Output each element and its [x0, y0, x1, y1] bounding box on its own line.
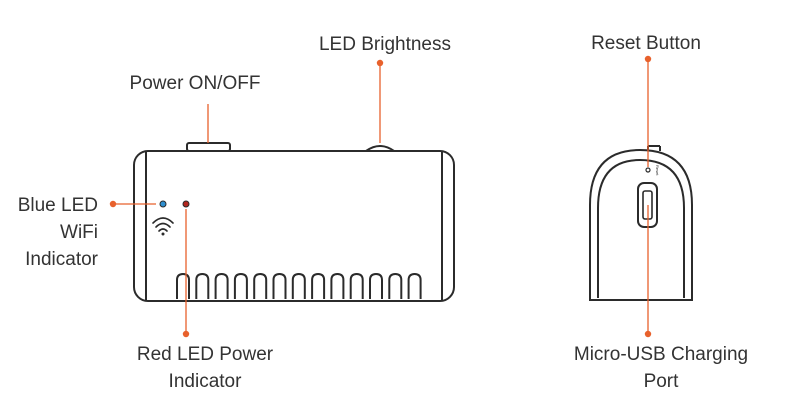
reset-marking: Reset	[655, 165, 660, 176]
vent-slot	[214, 272, 229, 299]
device-body	[133, 150, 455, 302]
red-led	[182, 200, 190, 208]
callout-dot-red-led	[182, 330, 190, 338]
label-led-brightness: LED Brightness	[318, 34, 452, 55]
label-blue-led-line-2: WiFi	[60, 222, 98, 243]
vent-slot	[253, 272, 268, 299]
vent-slot	[349, 272, 364, 299]
label-blue-led-line-1: Blue LED	[17, 195, 98, 216]
label-blue-led-line-3: Indicator	[25, 249, 98, 270]
label-blue-led: Blue LED WiFi Indicator	[0, 192, 98, 273]
label-micro-usb: Micro-USB Charging Port	[574, 341, 748, 395]
brightness-wheel	[365, 145, 395, 152]
vent-slot	[272, 272, 287, 299]
label-power: Power ON/OFF	[129, 73, 261, 94]
vent-slots	[176, 272, 422, 299]
callout-dot-usb	[644, 330, 652, 338]
vent-slot	[369, 272, 383, 299]
reset-hole	[645, 167, 651, 173]
callout-dot-reset	[644, 55, 652, 63]
callouts	[109, 55, 652, 338]
power-switch	[186, 142, 231, 152]
vent-slot	[388, 272, 403, 299]
label-reset-button: Reset Button	[591, 33, 701, 54]
label-red-led-line-1: Red LED Power	[136, 344, 274, 365]
vent-slot	[176, 272, 190, 299]
label-micro-usb-line-2: Port	[643, 371, 679, 392]
side-body-outer	[589, 148, 693, 301]
side-view	[589, 145, 693, 301]
callout-dot-brightness	[376, 59, 384, 67]
vent-slot	[195, 272, 210, 299]
side-body-inner	[597, 158, 685, 298]
label-red-led: Red LED Power Indicator	[137, 341, 273, 395]
label-micro-usb-line-1: Micro-USB Charging	[573, 344, 749, 365]
callout-dot-blue-led	[109, 200, 117, 208]
blue-led	[159, 200, 167, 208]
vent-slot	[330, 272, 345, 299]
vent-slot	[291, 272, 306, 299]
label-red-led-line-2: Indicator	[168, 371, 242, 392]
vent-slot	[233, 272, 248, 299]
vent-slot	[407, 272, 422, 299]
front-view	[133, 142, 455, 302]
vent-slot	[311, 272, 326, 299]
wifi-icon	[152, 217, 174, 236]
